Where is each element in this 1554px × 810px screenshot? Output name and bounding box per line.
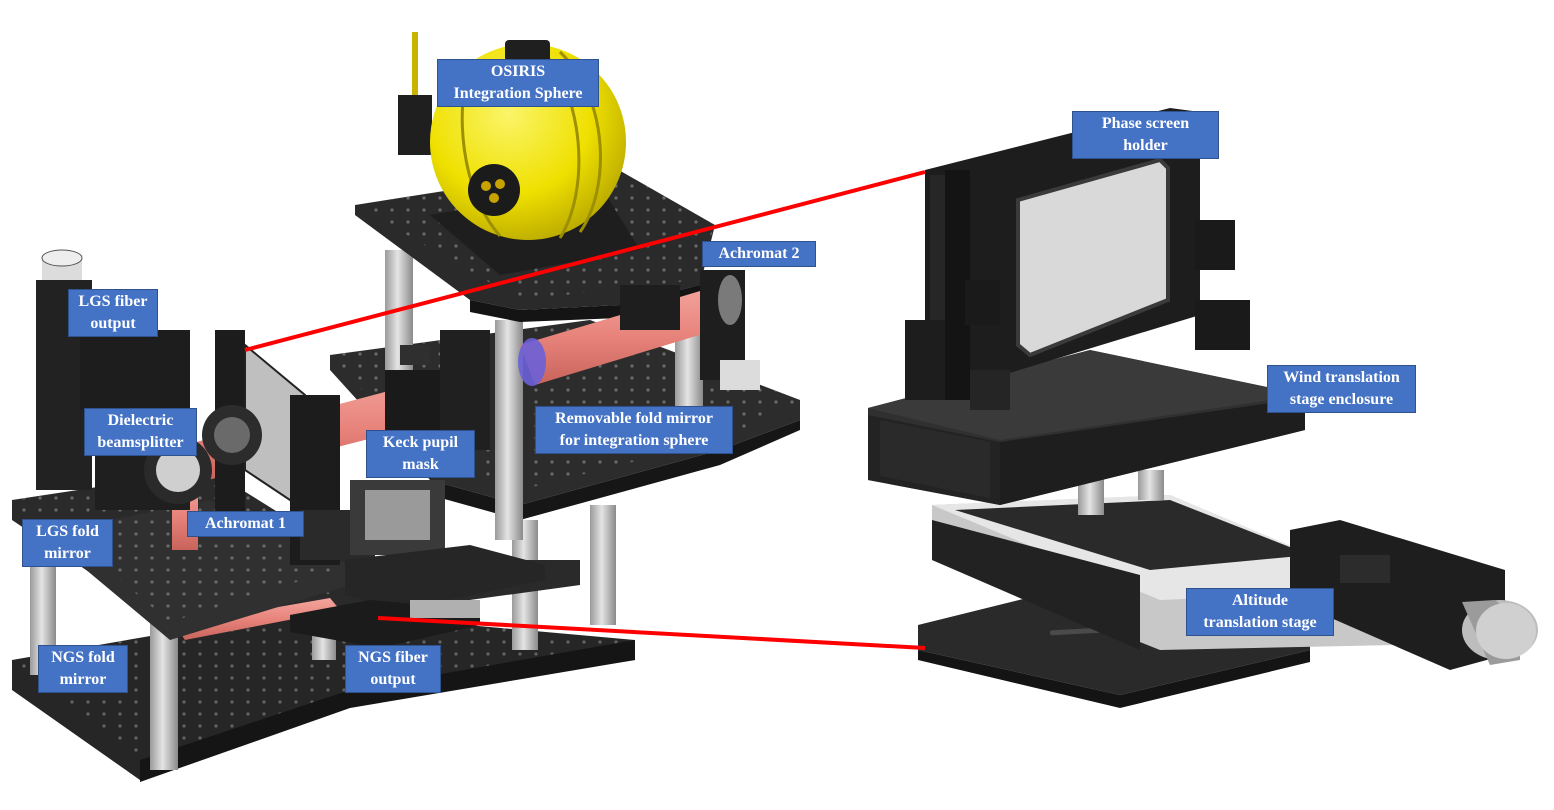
phase-screen-assembly: [868, 108, 1538, 708]
callout-lines: [244, 170, 926, 650]
antenna: [412, 32, 418, 112]
label-achromat-1: Achromat 1: [187, 511, 304, 537]
callout-line-lower: [377, 616, 926, 650]
keck-pupil-mount: [385, 370, 445, 430]
post: [590, 505, 616, 625]
phase-screen-glass: [1016, 157, 1170, 358]
sphere-port: [468, 164, 520, 216]
label-achromat-2: Achromat 2: [702, 241, 816, 267]
post: [150, 620, 178, 770]
ngs-beam: [175, 598, 340, 640]
post: [495, 320, 523, 540]
removable-fold-mount: [620, 285, 680, 330]
callout-line-upper: [244, 170, 926, 352]
